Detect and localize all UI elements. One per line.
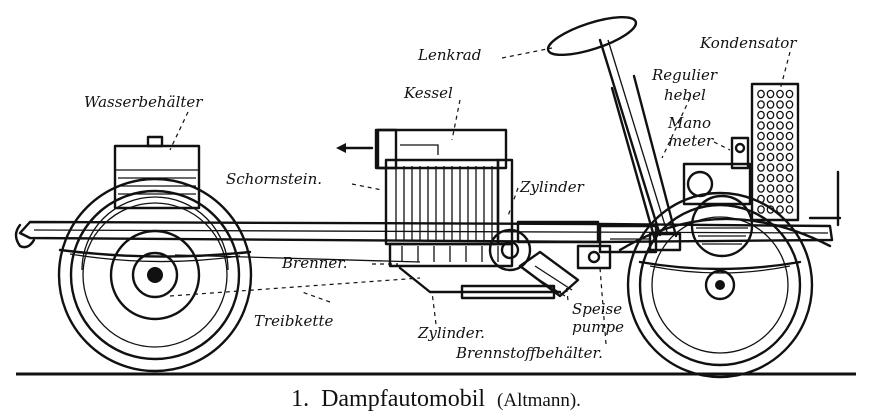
condenser-hole	[757, 205, 765, 214]
condenser-hole	[776, 121, 784, 130]
condenser-hole	[766, 205, 775, 214]
label-pumpe: pumpe	[572, 318, 624, 336]
condenser-hole	[785, 152, 794, 162]
condenser-hole	[785, 131, 794, 141]
condenser-hole	[785, 100, 794, 109]
condenser-hole	[785, 89, 794, 99]
condenser-hole	[785, 142, 794, 151]
condenser-hole	[757, 142, 765, 151]
label-mano: Mano	[667, 114, 711, 132]
label-brenner: Brenner.	[281, 254, 348, 272]
condenser-hole	[766, 194, 775, 204]
label-schornstein: Schornstein.	[226, 170, 322, 188]
label-meter: meter	[668, 132, 714, 150]
condenser-hole	[766, 110, 775, 120]
label-zylinder-top: Zylinder	[519, 178, 585, 196]
condenser-hole	[766, 184, 775, 193]
condenser-hole	[776, 173, 784, 183]
steering	[546, 15, 682, 252]
condenser-hole	[766, 142, 775, 151]
water-tank	[113, 135, 201, 210]
chassis-frame	[14, 170, 842, 274]
label-speise: Speise	[572, 300, 622, 318]
condenser-hole	[757, 184, 765, 193]
label-regulier: Regulier	[651, 66, 718, 84]
manometer	[682, 136, 752, 206]
condenser-hole	[776, 100, 784, 109]
label-zylinder-bottom: Zylinder.	[417, 324, 485, 342]
fuel-tank	[690, 194, 754, 258]
condenser-hole	[757, 163, 765, 172]
condenser-hole	[785, 110, 794, 120]
condenser-hole	[785, 163, 794, 172]
condenser-hole	[757, 89, 765, 99]
condenser-hole	[766, 152, 775, 162]
condenser-hole	[785, 205, 794, 214]
label-wasserbehaelter: Wasserbehälter	[84, 93, 203, 111]
burner	[388, 242, 562, 300]
condenser-hole	[757, 110, 765, 120]
condenser-hole	[757, 100, 765, 109]
engine	[488, 220, 600, 298]
condenser-hole	[766, 89, 775, 99]
condenser	[750, 82, 800, 222]
condenser-hole	[757, 173, 765, 183]
label-kessel: Kessel	[403, 84, 453, 102]
caption-number: 1.	[291, 386, 309, 412]
caption-subtitle: (Altmann).	[497, 390, 581, 411]
condenser-hole	[785, 194, 794, 204]
label-lenkrad: Lenkrad	[417, 46, 481, 64]
condenser-hole	[785, 173, 794, 183]
label-hebel: hebel	[664, 86, 706, 104]
label-kondensator: Kondensator	[699, 34, 797, 52]
condenser-hole	[776, 142, 784, 151]
label-brennstoffbehaelter: Brennstoffbehälter.	[455, 344, 603, 362]
condenser-hole	[757, 194, 765, 204]
condenser-hole	[776, 205, 784, 214]
condenser-hole	[776, 184, 784, 193]
condenser-hole	[776, 152, 784, 162]
condenser-hole	[776, 89, 784, 99]
condenser-hole	[766, 121, 775, 130]
condenser-hole	[757, 121, 765, 130]
condenser-hole	[776, 110, 784, 120]
condenser-hole	[757, 152, 765, 162]
label-treibkette: Treibkette	[254, 312, 333, 330]
caption-title: Dampfautomobil	[321, 386, 485, 412]
condenser-hole	[785, 184, 794, 193]
condenser-hole	[776, 131, 784, 141]
condenser-hole	[785, 121, 794, 130]
condenser-hole	[766, 100, 775, 109]
condenser-hole	[776, 163, 784, 172]
condenser-hole	[776, 194, 784, 204]
condenser-hole	[766, 163, 775, 172]
boiler	[336, 128, 514, 246]
leader-lines	[169, 47, 791, 345]
condenser-hole	[766, 131, 775, 141]
condenser-hole	[757, 131, 765, 141]
front-wheel	[626, 191, 814, 379]
feed-pump	[576, 224, 658, 270]
caption: 1. Dampfautomobil (Altmann).	[291, 386, 581, 412]
drive-chain	[169, 254, 421, 297]
condenser-hole	[766, 173, 775, 183]
